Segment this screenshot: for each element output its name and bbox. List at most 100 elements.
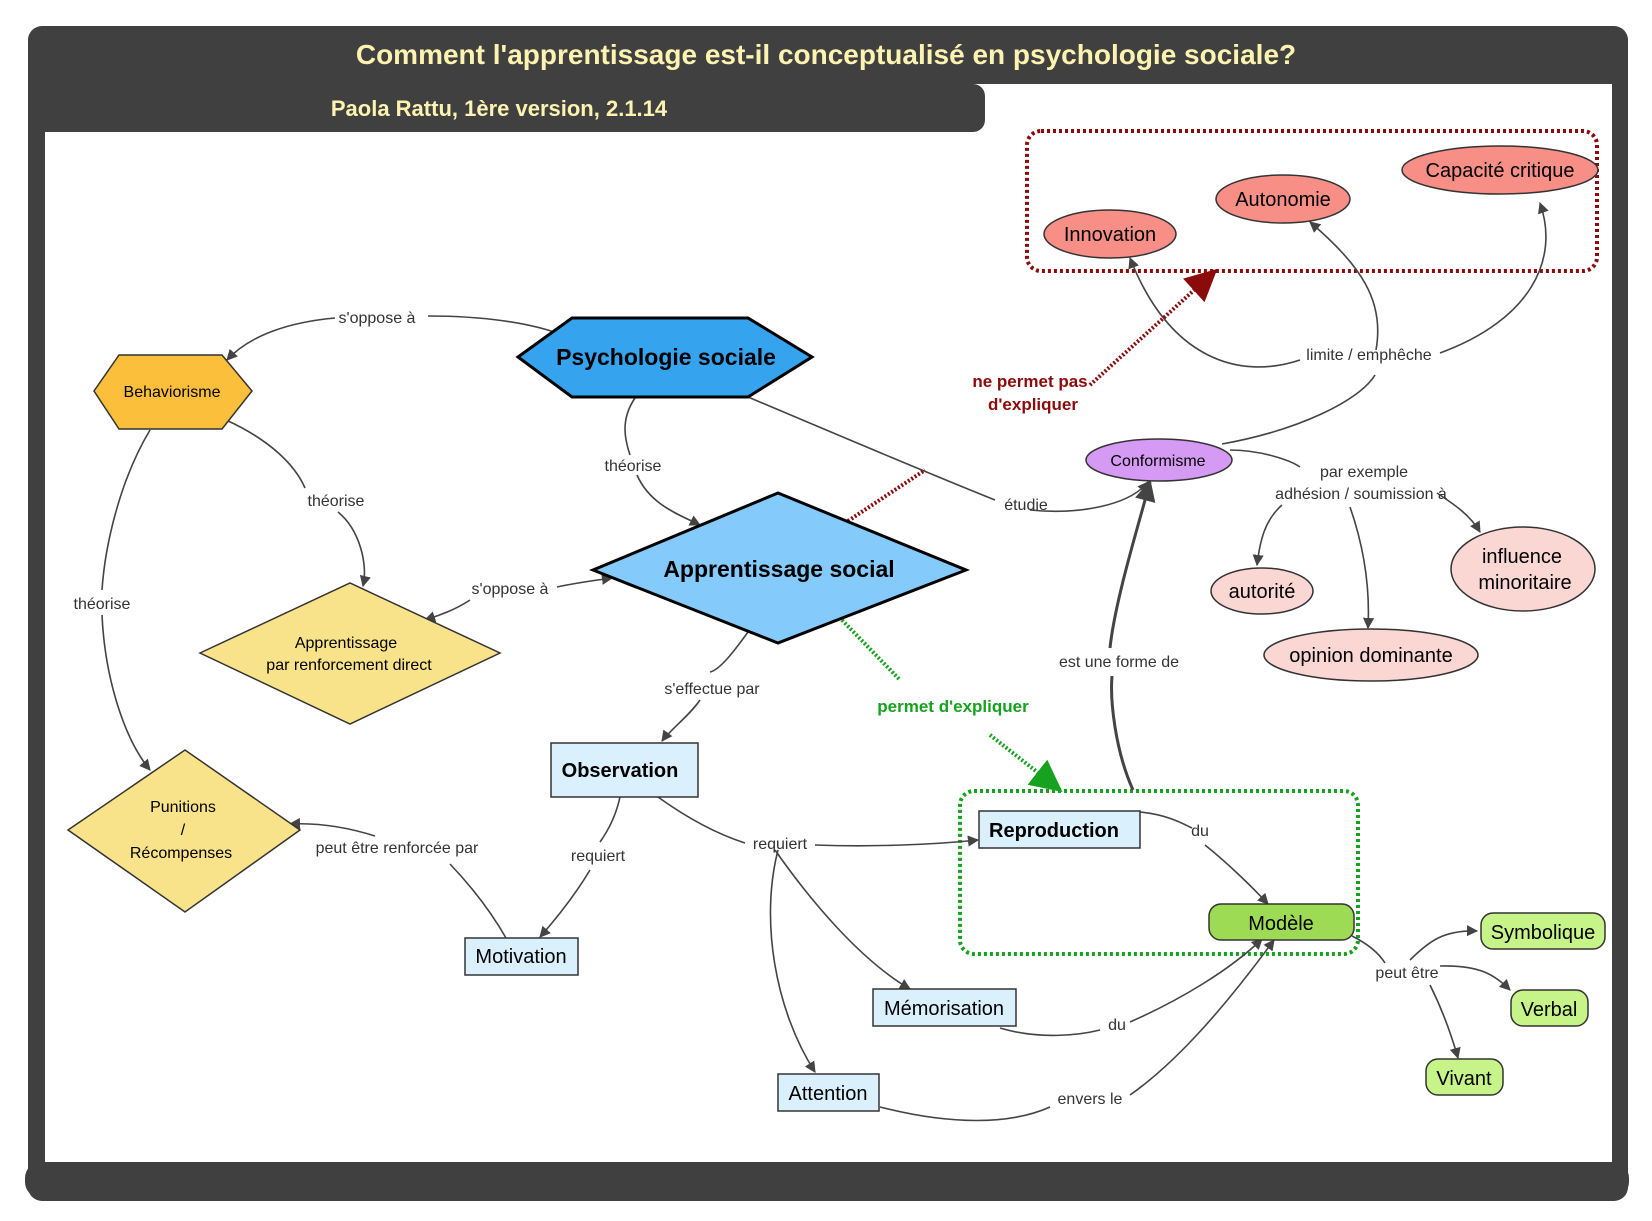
edge-peut-etre-symbolique [1409,925,1479,961]
node-label: Attention [789,1083,868,1105]
connections [101,201,1549,1122]
edge-ex-autorite [1252,504,1283,567]
link-label-s-oppose-mid: s'oppose à [472,581,549,598]
node-label: Observation [562,760,679,782]
node-conformisme[interactable]: Conformisme [1085,438,1233,482]
node-autonomie[interactable]: Autonomie [1215,174,1351,224]
node-observation[interactable]: Observation [550,742,699,798]
node-behaviorisme[interactable]: Behaviorisme [93,354,253,430]
node-punitions-recompenses[interactable]: Punitions / Récompenses [66,749,302,913]
node-capacite-critique[interactable]: Capacité critique [1401,145,1599,195]
node-label: Modèle [1248,913,1314,935]
edge-oppose-mid-right [556,573,614,588]
edge-limite-capacite [1439,201,1549,354]
node-apprentissage-social[interactable]: Apprentissage social [589,491,971,645]
node-verbal[interactable]: Verbal [1510,989,1589,1027]
node-label: Mémorisation [884,998,1004,1020]
link-label-theorise-behav-left: théorise [74,596,131,613]
link-label-du-top: du [1191,823,1209,840]
page-subtitle: Paola Rattu, 1ère version, 2.1.14 [331,96,668,121]
node-autorite[interactable]: autorité [1210,567,1314,615]
edge-oppose-top-left [226,317,336,361]
emphasis-link-labels: ne permet pas d'expliquer permet d'expli… [877,372,1087,716]
edge-requiert-attention [769,849,816,1073]
link-label-envers-le: envers le [1058,1091,1123,1108]
node-label-line3: Récompenses [130,845,232,862]
node-label-line1: influence [1482,546,1562,568]
edge-theorise-behav-left [101,429,150,770]
edge-peut-etre-renforcee [290,824,507,939]
green-group-box [958,789,1360,956]
edge-requiert-reproduction [657,796,978,846]
edge-permet-expliquer [840,618,1060,790]
link-label-ne-permet-pas-2: d'expliquer [988,395,1078,414]
edge-par-exemple [1229,449,1301,468]
link-label-permet-expliquer: permet d'expliquer [877,697,1029,716]
link-label-peut-etre: peut être [1375,965,1438,982]
link-label-peut-etre-renforcee: peut être renforcée par [316,840,479,857]
edge-oppose-mid-left [423,599,471,623]
edge-du-memorisation [999,939,1262,1037]
link-label-etudie: étudie [1004,497,1048,514]
node-label: Autonomie [1235,189,1331,211]
edge-modele-peut-etre [1351,935,1386,964]
edge-s-effectue-par [662,631,749,741]
edge-conformisme-limite [1221,374,1376,445]
node-label-line1: Apprentissage [295,635,397,652]
node-vivant[interactable]: Vivant [1425,1058,1504,1096]
red-group-box [1025,129,1599,273]
link-label-est-une-forme-de: est une forme de [1059,654,1179,671]
link-label-theorise-psy: théorise [605,458,662,475]
edge-requiert-memorisation [774,849,911,990]
edge-envers-le [879,940,1274,1122]
edge-limite-innovation [1128,256,1301,368]
node-modele[interactable]: Modèle [1208,903,1355,941]
node-label: Psychologie sociale [556,344,776,370]
node-label: Verbal [1521,999,1578,1021]
edge-ex-influence [1436,492,1481,533]
link-label-theorise-behav-right: théorise [308,493,365,510]
link-labels: s'oppose à théorise théorise théorise s'… [74,310,1447,1108]
edge-du-reproduction [1139,811,1268,904]
node-label: Motivation [475,946,566,968]
node-attention[interactable]: Attention [777,1073,880,1112]
node-motivation[interactable]: Motivation [464,937,579,976]
link-label-du-bottom: du [1108,1017,1126,1034]
node-memorisation[interactable]: Mémorisation [872,988,1017,1027]
link-label-requiert-mid: requiert [753,836,808,853]
node-label: Reproduction [989,820,1119,842]
link-label-ne-permet-pas-1: ne permet pas [972,372,1087,391]
link-label-par-exemple-1: par exemple [1320,464,1408,481]
node-label-line2: minoritaire [1478,572,1571,594]
node-psychologie-sociale[interactable]: Psychologie sociale [515,316,815,399]
node-influence-minoritaire[interactable]: influence minoritaire [1450,526,1596,612]
node-label-line1: Punitions [150,799,216,816]
link-label-s-effectue-par: s'effectue par [664,681,760,698]
node-apprentissage-renforcement[interactable]: Apprentissage par renforcement direct [198,582,502,725]
edge-limite-autonomie [1309,221,1379,351]
node-label: Symbolique [1491,922,1596,944]
edge-theorise-psy [624,397,700,525]
node-label: Behaviorisme [124,384,221,401]
node-label: Conformisme [1110,453,1205,470]
edge-ne-permet-pas [846,271,1215,523]
node-opinion-dominante[interactable]: opinion dominante [1263,628,1479,682]
node-label: Apprentissage social [663,556,894,582]
edge-peut-etre-vivant [1429,984,1461,1060]
link-label-s-oppose-top: s'oppose à [339,310,416,327]
page-title: Comment l'apprentissage est-il conceptua… [356,39,1296,70]
node-label: Vivant [1436,1068,1492,1090]
node-reproduction[interactable]: Reproduction [978,810,1141,849]
edge-est-une-forme-de [1108,482,1150,791]
node-innovation[interactable]: Innovation [1043,209,1177,259]
node-symbolique[interactable]: Symbolique [1480,912,1606,950]
node-label: Capacité critique [1426,160,1575,182]
edge-peut-etre-verbal [1439,965,1511,991]
node-label-line2: / [181,822,186,839]
node-label: opinion dominante [1289,645,1452,667]
link-label-limite-empeche: limite / emphêche [1306,347,1431,364]
node-label-line2: par renforcement direct [266,657,432,674]
edge-ex-opinion [1349,506,1375,630]
node-label: Innovation [1064,224,1156,246]
link-label-par-exemple-2: adhésion / soumission à [1275,486,1447,503]
